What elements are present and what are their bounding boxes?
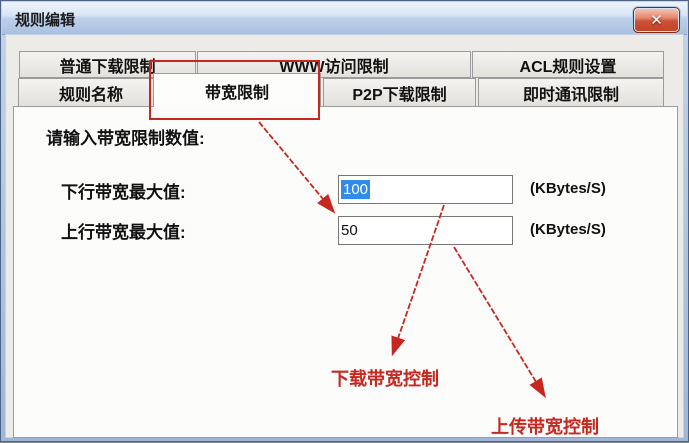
tab-label: 规则名称 [58, 86, 123, 104]
upstream-max-input[interactable]: 50 [338, 216, 513, 245]
window-title: 规则编辑 [15, 12, 76, 29]
tab-label: P2P下载限制 [352, 86, 447, 104]
downstream-unit: (KBytes/S) [530, 180, 606, 197]
tab-normal-download-limit[interactable]: 普通下载限制 [19, 51, 196, 78]
selected-text: 100 [341, 180, 371, 199]
tab-label: ACL规则设置 [519, 58, 617, 76]
download-control-annotation: 下载带宽控制 [331, 369, 439, 389]
tab-im-limit[interactable]: 即时通讯限制 [478, 78, 664, 107]
upload-control-annotation: 上传带宽控制 [491, 417, 599, 437]
tab-label: 带宽限制 [204, 84, 269, 102]
tab-page-panel [13, 106, 678, 438]
downstream-max-input[interactable]: 100 [338, 175, 513, 204]
tab-acl-rule-settings[interactable]: ACL规则设置 [472, 51, 664, 78]
upstream-unit: (KBytes/S) [530, 221, 606, 238]
input-value: 50 [341, 222, 358, 239]
tab-p2p-download-limit[interactable]: P2P下载限制 [323, 78, 476, 107]
title-bar[interactable]: 规则编辑 ✕ [2, 2, 687, 35]
downstream-label: 下行带宽最大值: [61, 183, 186, 202]
tab-bandwidth-limit[interactable]: 带宽限制 [153, 73, 321, 107]
tab-rule-name[interactable]: 规则名称 [18, 78, 164, 107]
tab-label: 普通下载限制 [59, 58, 156, 76]
close-icon: ✕ [650, 11, 663, 29]
upstream-label: 上行带宽最大值: [61, 223, 186, 242]
tab-label: 即时通讯限制 [522, 86, 619, 104]
close-button[interactable]: ✕ [633, 7, 680, 33]
bandwidth-prompt: 请输入带宽限制数值: [46, 129, 205, 148]
